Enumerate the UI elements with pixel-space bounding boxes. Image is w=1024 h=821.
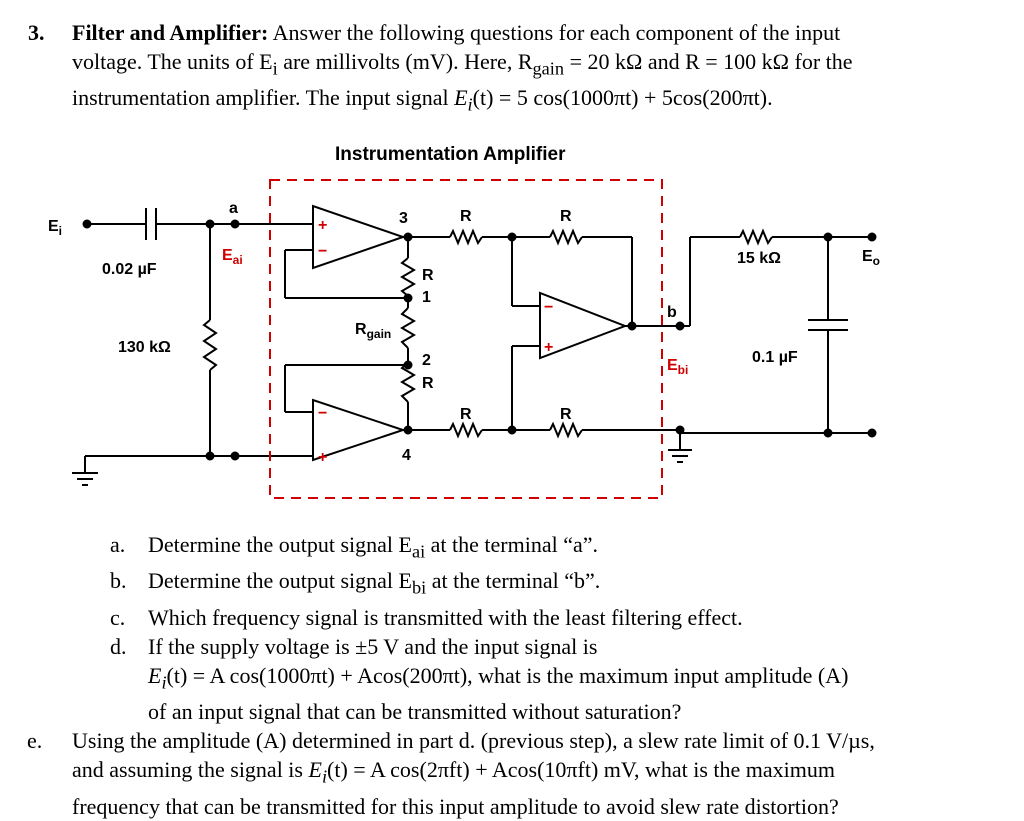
circuit-title: Instrumentation Amplifier <box>335 144 566 165</box>
resistor-top-r-right <box>549 228 583 246</box>
question-list: a. Determine the output signal Eai at th… <box>27 530 1012 821</box>
output-label: Eo <box>862 248 880 268</box>
resistor-130k <box>202 319 218 371</box>
node-1-label: 1 <box>422 289 431 306</box>
problem-heading: Filter and Amplifier: <box>72 20 269 45</box>
resistor-bottom-r-right <box>549 421 583 439</box>
resistor-r2 <box>400 361 416 403</box>
resistor-15k <box>739 228 773 246</box>
opamp-diff-plus: + <box>544 339 553 356</box>
resistor-r1 <box>400 257 416 297</box>
opamp-bottom <box>312 398 407 462</box>
opamp-top-minus: − <box>318 243 327 260</box>
capacitor-2-label: 0.1 µF <box>752 349 798 366</box>
resistor-rgain <box>400 307 416 349</box>
opamp-bottom-minus: − <box>318 405 327 422</box>
opamp-bottom-plus: + <box>318 449 327 466</box>
problem-line-3: instrumentation amplifier. The input sig… <box>72 85 773 115</box>
resistor-r1-label: R <box>422 267 434 284</box>
opamp-diff-minus: − <box>544 299 553 316</box>
question-a: a. Determine the output signal Eai at th… <box>110 532 599 562</box>
node-4-label: 4 <box>402 447 411 464</box>
resistor-bottom-r-left <box>449 421 483 439</box>
question-e-equation: Ei <box>308 757 328 787</box>
question-d-equation: Ei <box>148 662 167 693</box>
resistor-top-r-left <box>449 228 483 246</box>
resistor-bottom-r-left-label: R <box>460 406 472 423</box>
resistor-top-r-left-label: R <box>460 208 472 225</box>
opamp-top <box>312 204 407 270</box>
problem-line-2: voltage. The units of Ei are millivolts … <box>72 49 853 79</box>
input-signal-equation: Ei <box>454 85 473 115</box>
rgain-label: Rgain <box>355 321 391 341</box>
circuit-diagram: Instrumentation Amplifier Ei 0.02 µF 130… <box>0 130 1024 525</box>
question-b: b. Determine the output signal Ebi at th… <box>110 568 601 598</box>
circuit-svg: Instrumentation Amplifier Ei 0.02 µF 130… <box>48 144 880 499</box>
resistor-15k-label: 15 kΩ <box>737 250 781 267</box>
eai-label: Eai <box>222 247 243 267</box>
output-terminal <box>867 232 877 242</box>
node-2-label: 2 <box>422 352 431 369</box>
question-e: e. Using the amplitude (A) determined in… <box>27 728 875 819</box>
instrumentation-amplifier-boundary <box>269 179 663 499</box>
node-b-label: b <box>667 304 677 321</box>
problem-statement: 3. Filter and Amplifier: Answer the foll… <box>28 18 1008 120</box>
problem-number: 3. <box>28 20 45 45</box>
resistor-bottom-r-right-label: R <box>560 406 572 423</box>
node-3-label: 3 <box>399 210 408 227</box>
ebi-label: Ebi <box>667 357 688 377</box>
question-d: d. If the supply voltage is ±5 V and the… <box>110 633 849 725</box>
resistor-top-r-right-label: R <box>560 208 572 225</box>
node-a-label: a <box>229 200 238 217</box>
input-label: Ei <box>48 218 62 238</box>
resistor-130k-label: 130 kΩ <box>118 339 171 356</box>
capacitor-1-label: 0.02 µF <box>102 261 157 278</box>
opamp-difference <box>539 291 628 360</box>
problem-line-1: Filter and Amplifier: Answer the followi… <box>72 20 841 45</box>
question-c: c. Which frequency signal is transmitted… <box>110 604 743 630</box>
opamp-top-plus: + <box>318 217 327 234</box>
resistor-r2-label: R <box>422 375 434 392</box>
